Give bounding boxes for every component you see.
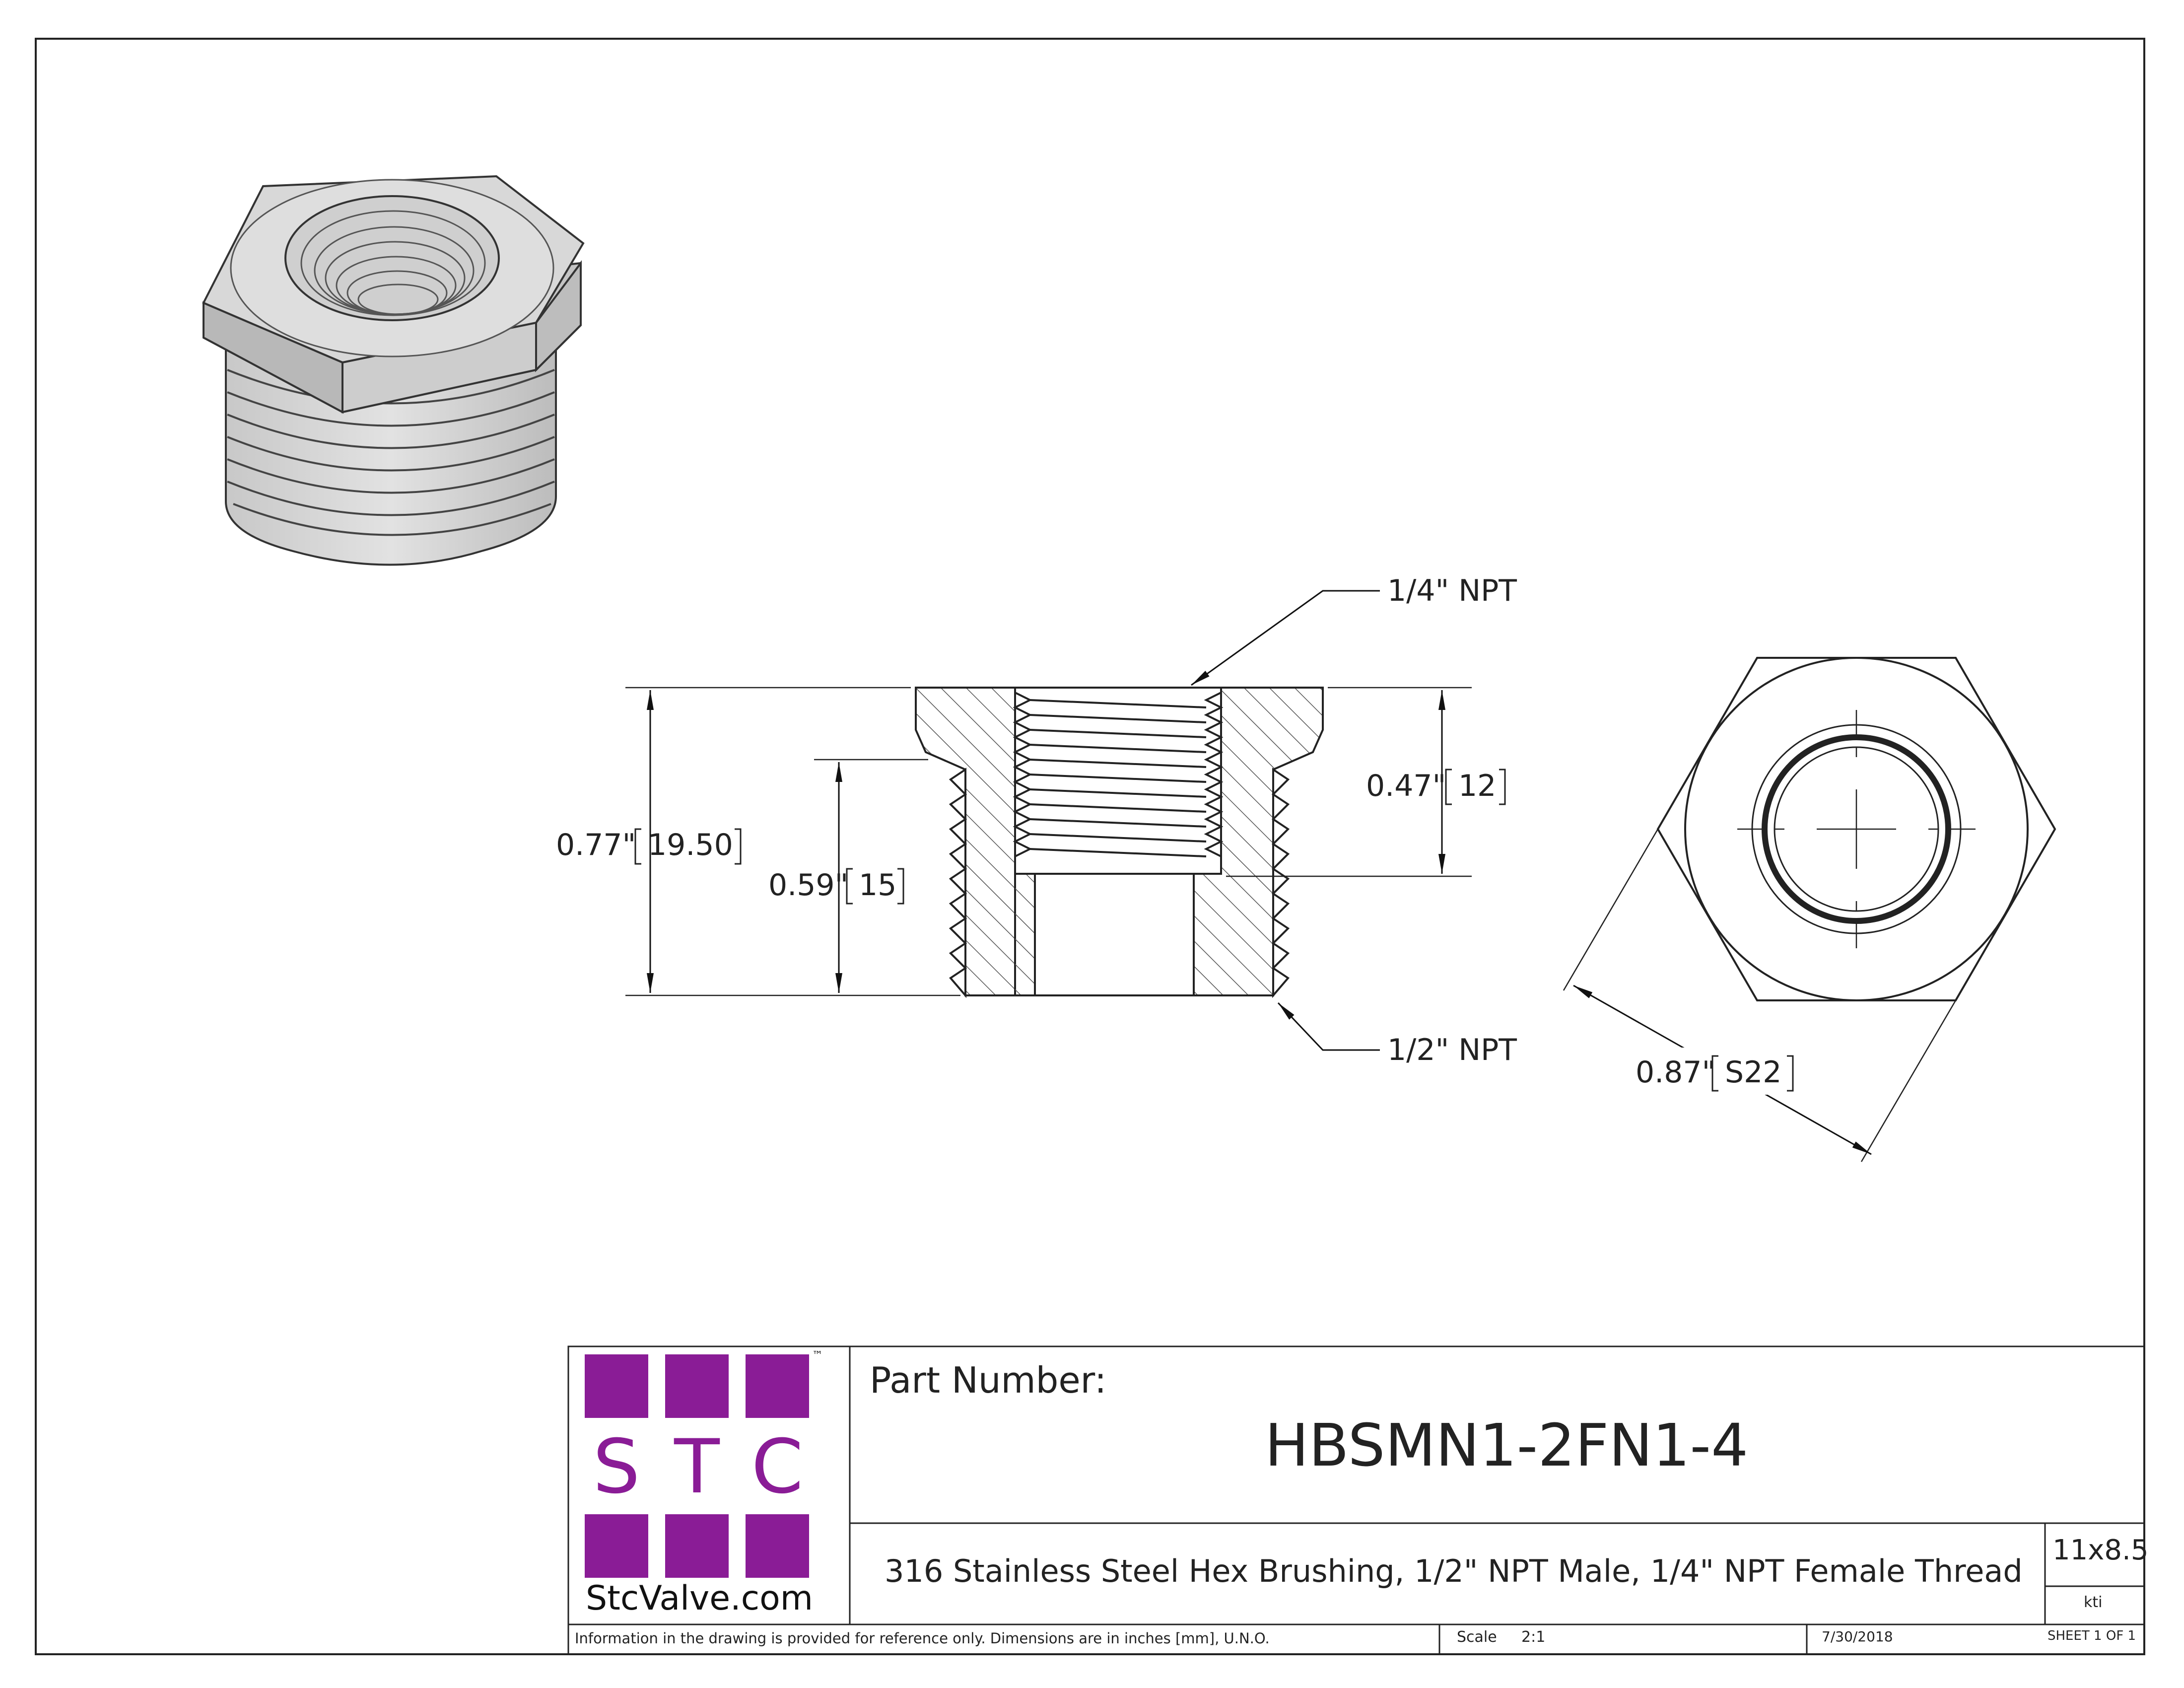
logo-square	[746, 1354, 809, 1418]
dim-overall-height-in: 0.77"	[556, 828, 636, 862]
drawing-date: 7/30/2018	[1822, 1628, 1893, 1645]
trademark-mark: ™	[812, 1349, 823, 1362]
disclaimer: Information in the drawing is provided f…	[575, 1630, 1270, 1647]
logo-square	[746, 1514, 809, 1578]
sheet-size: 11x8.5	[2052, 1534, 2149, 1566]
dim-hex-flats-mm: S22	[1725, 1055, 1781, 1090]
part-description: 316 Stainless Steel Hex Brushing, 1/2" N…	[885, 1553, 2023, 1589]
logo-letter-c: C	[751, 1424, 804, 1510]
dim-hex-flats-in: 0.87"	[1636, 1055, 1715, 1090]
part-number-label: Part Number:	[870, 1359, 1107, 1401]
end-view	[1563, 657, 2056, 1162]
dim-thread-height-mm: 15	[859, 868, 896, 903]
callout-top-thread: 1/4" NPT	[1387, 573, 1517, 608]
logo-square	[585, 1354, 648, 1418]
logo-letter-s: S	[593, 1424, 640, 1510]
scale-label: Scale	[1457, 1628, 1497, 1646]
website-link[interactable]: StcValve.com	[586, 1579, 813, 1618]
logo-square	[665, 1514, 729, 1578]
logo-square	[665, 1354, 729, 1418]
callout-bottom-thread: 1/2" NPT	[1387, 1033, 1517, 1067]
sheet-number: SHEET 1 OF 1	[2048, 1628, 2136, 1643]
part-number: HBSMN1-2FN1-4	[1265, 1411, 1749, 1479]
dim-thread-height-in: 0.59"	[768, 868, 848, 903]
dim-female-depth-mm: 12	[1458, 769, 1496, 803]
section-view	[625, 590, 1472, 1051]
title-block-grid	[567, 1345, 2145, 1655]
dim-female-depth-in: 0.47"	[1366, 769, 1446, 803]
scale-value: 2:1	[1521, 1628, 1546, 1646]
logo-letter-t: T	[674, 1424, 720, 1510]
isometric-view	[202, 175, 585, 566]
drawn-by: kti	[2084, 1594, 2103, 1611]
logo-square	[585, 1514, 648, 1578]
dim-overall-height-mm: 19.50	[648, 828, 733, 862]
